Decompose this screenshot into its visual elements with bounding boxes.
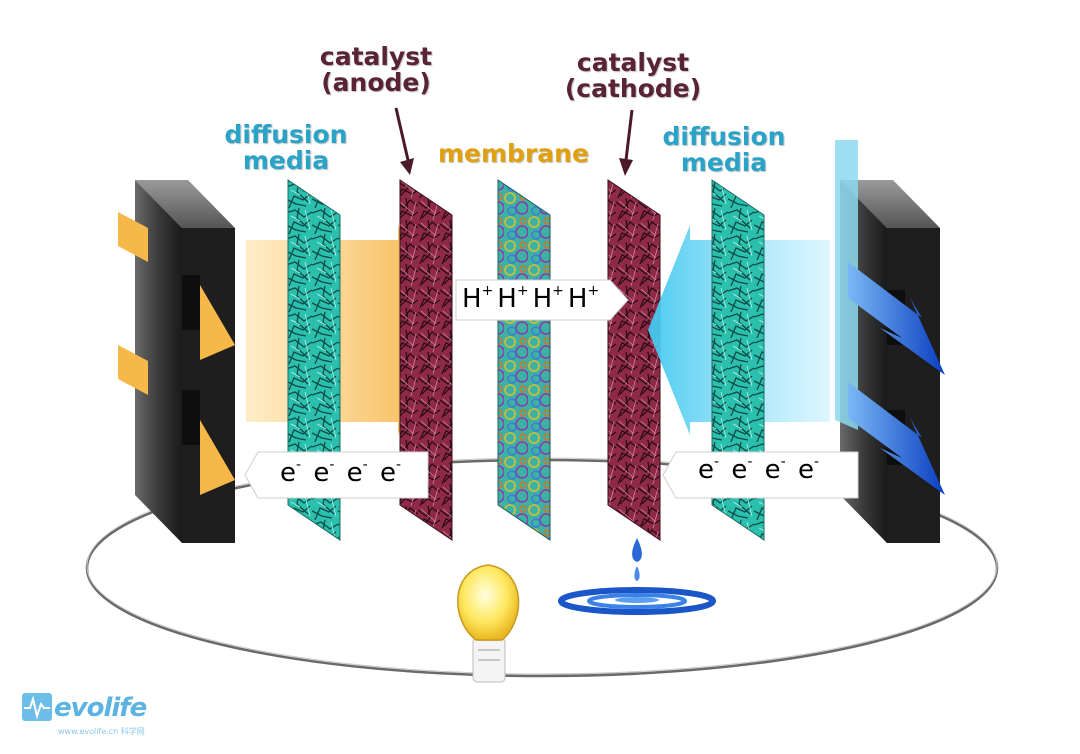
anode-catalyst-pointer (394, 107, 414, 175)
electron-anode-2: e- (313, 457, 335, 488)
electron-anode-4: e- (379, 457, 402, 488)
cathode-diffusion-label-line1: diffusion (662, 122, 786, 151)
cathode-diffusion-label-line2: media (680, 148, 768, 177)
anode-diffusion-label-line1: diffusion (224, 120, 348, 149)
cathode-catalyst-label-line2: (cathode) (564, 74, 702, 103)
anode-diffusion-label-line2: media (242, 146, 330, 175)
cathode-catalyst-label-line1: catalyst (576, 48, 690, 77)
evolife-logo-icon (22, 693, 52, 721)
proton-4: H+ (567, 283, 600, 314)
anode-catalyst-label-line2: (anode) (321, 68, 431, 97)
electron-flow-arrow-anode (244, 451, 429, 499)
logo-subtitle: www.evolife.cn 科学网 (58, 727, 145, 736)
cathode-catalyst-label: catalyst (cathode) (560, 50, 706, 102)
electron-row-cathode: e- e- e- e- (698, 454, 823, 485)
water-outlet-arrows (848, 262, 945, 495)
electron-cathode-1: e- (698, 454, 720, 485)
membrane-label-text: membrane (438, 139, 589, 168)
anode-catalyst-label: catalyst (anode) (312, 44, 440, 96)
anode-flow-plate (135, 180, 235, 543)
cathode-diffusion-label: diffusion media (660, 124, 788, 176)
proton-flow-arrow (455, 279, 629, 321)
proton-2: H+ (497, 283, 529, 314)
anode-catalyst-label-line1: catalyst (319, 42, 433, 71)
anode-catalyst-layer (399, 179, 453, 541)
electron-anode-3: e- (346, 457, 368, 488)
membrane-label: membrane (438, 139, 589, 168)
logo-wordmark: evolife (54, 693, 147, 723)
electron-anode-1: e- (280, 457, 302, 488)
electron-cathode-2: e- (731, 454, 753, 485)
hydrogen-inlet-arrows (118, 212, 235, 495)
electron-row-anode: e- e- e- e- (280, 457, 405, 488)
proton-row: H+H+H+H+ (462, 283, 603, 314)
electron-cathode-3: e- (764, 454, 786, 485)
cathode-catalyst-layer (607, 179, 661, 541)
proton-1: H+ (462, 283, 494, 314)
water-droplet-icon (632, 538, 642, 581)
proton-3: H+ (532, 283, 564, 314)
electron-cathode-4: e- (797, 454, 820, 485)
cathode-diffusion-media (711, 179, 765, 541)
anode-diffusion-label: diffusion media (222, 122, 350, 174)
light-bulb-icon (457, 564, 520, 683)
electron-flow-arrow-cathode (662, 451, 859, 499)
proton-exchange-membrane (497, 179, 551, 541)
water-puddle-icon (558, 587, 716, 615)
oxygen-inlet-flow (835, 140, 858, 430)
anode-diffusion-media (287, 179, 341, 541)
cathode-catalyst-pointer (619, 109, 634, 176)
